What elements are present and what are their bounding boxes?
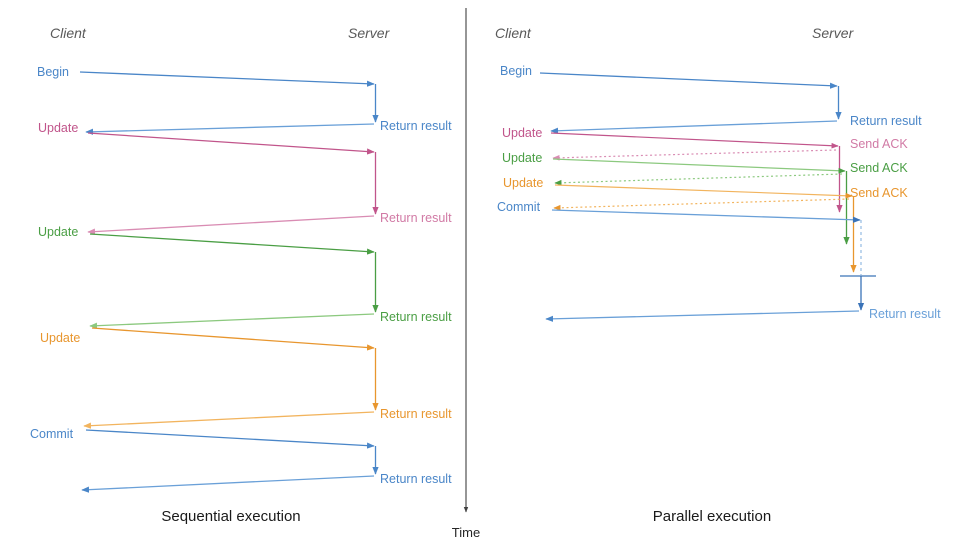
arrow-begin-return [85,123,375,135]
sequential-server-label-2: Return result [380,310,452,324]
parallel-server-label-3: Send ACK [850,186,908,200]
parallel-client-label-0: Begin [500,64,532,78]
parallel-server-label-2: Send ACK [850,161,908,175]
sequential-exchange-update-3 [83,327,379,429]
sequential-server-header: Server [348,25,391,41]
arrow-update3-return [83,411,375,429]
sequential-client-label-2: Update [38,225,78,239]
sequential-server-label-1: Return result [380,211,452,225]
parallel-client-header: Client [495,25,532,41]
parallel-caption: Parallel execution [653,508,771,525]
arrow-update2-request [89,233,375,255]
parallel-server-label-4: Return result [869,307,941,321]
arrow-commit-return [81,475,375,493]
parallel-exchange-update-3 [553,184,857,273]
sequential-exchange-begin [79,71,379,135]
arrow-commit-return [545,310,860,322]
sequential-server-label-0: Return result [380,119,452,133]
arrow-update1-request [87,132,375,155]
sequential-client-label-3: Update [40,331,80,345]
arrow-update3-request [554,184,853,199]
sequential-client-label-4: Commit [30,427,74,441]
arrow-commit-request [85,429,375,449]
parallel-client-label-3: Update [503,176,543,190]
parallel-client-label-4: Commit [497,200,541,214]
arrow-update1-request [550,132,839,149]
arrow-begin-request [79,71,375,87]
parallel-exchange-update-2 [552,158,850,245]
parallel-client-label-2: Update [502,151,542,165]
sequential-exchange-update-2 [89,233,379,329]
parallel-server-label-0: Return result [850,114,922,128]
time-axis-label: Time [452,525,480,540]
arrow-update2-return [89,313,375,329]
sequential-server-label-3: Return result [380,407,452,421]
sequential-exchange-update-1 [87,132,379,235]
arrow-begin-return [550,120,838,134]
arrow-update3-ack-dotted [553,198,850,211]
panel-sequential: Client Server Begin Return result Update… [30,25,452,525]
parallel-client-label-1: Update [502,126,542,140]
panel-parallel: Client Server Begin Return result Update… [495,25,941,525]
arrow-update2-request [552,158,846,174]
parallel-exchange-begin [539,72,842,134]
arrow-update1-return [87,215,375,235]
sequential-server-label-4: Return result [380,472,452,486]
arrow-commit-request [551,209,861,223]
parallel-exchange-commit [545,209,876,322]
parallel-server-header: Server [812,25,855,41]
parallel-server-label-1: Send ACK [850,137,908,151]
sequential-client-header: Client [50,25,87,41]
sequential-exchange-commit [81,429,379,493]
arrow-update1-ack-dotted [552,149,837,161]
sequential-client-label-1: Update [38,121,78,135]
arrow-update2-ack-dotted [554,173,843,186]
arrow-update3-request [91,327,375,351]
sequential-client-label-0: Begin [37,65,69,79]
sequential-caption: Sequential execution [161,508,300,525]
arrow-begin-request [539,72,838,89]
parallel-exchange-update-1 [550,132,843,213]
